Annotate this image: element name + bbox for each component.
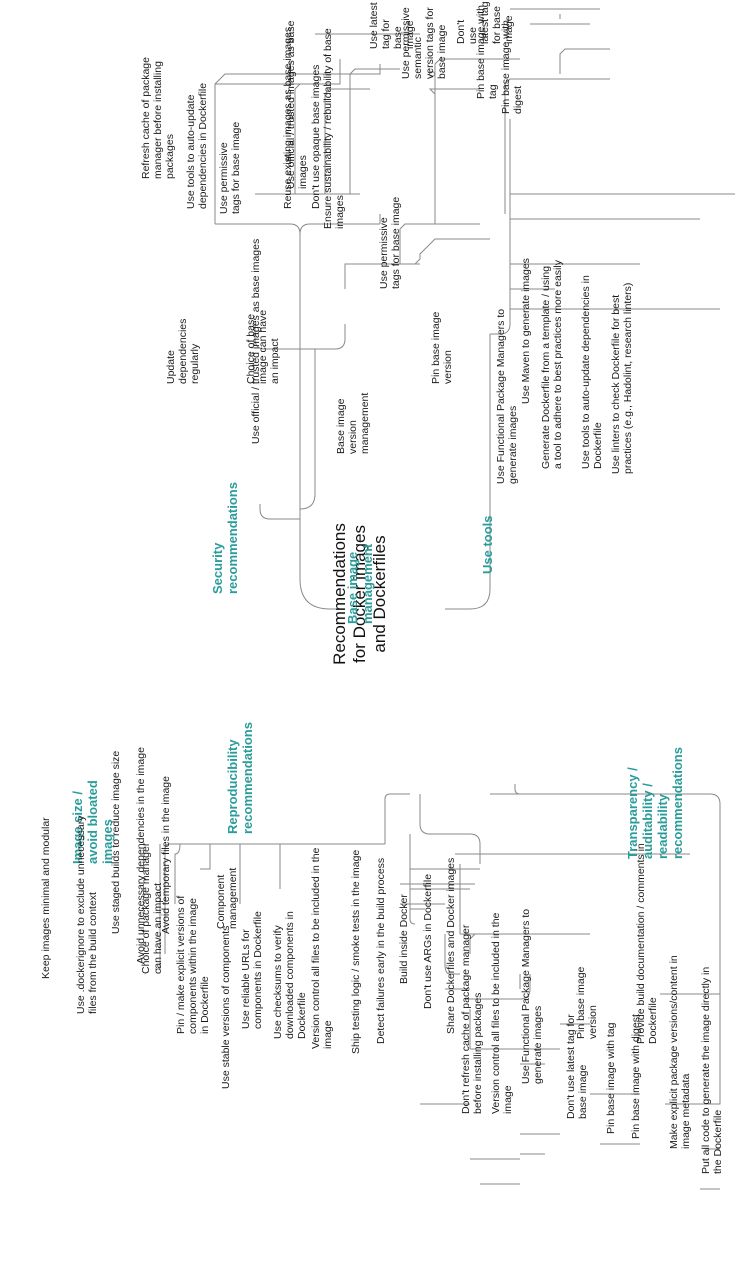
use-functional-package-managers-repro: Use Functional Package Managers to gener… <box>520 908 544 1084</box>
pin-with-tag-repro: Pin base image with tag <box>605 1022 617 1134</box>
detect-failures-early: Detect failures early in the build proce… <box>375 857 387 1044</box>
version-control-files-2: Version control all files to be included… <box>490 912 514 1114</box>
choice-of-base-image: Choice of base image can have an impact <box>245 309 281 384</box>
keep-images-minimal: Keep images minimal and modular <box>40 817 52 979</box>
reuse-existing-images: Reuse existing images as base images <box>282 26 294 209</box>
version-control-files: Version control all files to be included… <box>310 847 334 1049</box>
pin-with-tag-base: Pin base image with tag <box>475 5 499 99</box>
use-maven: Use Maven to generate images <box>520 258 532 404</box>
provide-build-documentation: Provide build documentation / comments i… <box>635 843 659 1044</box>
pin-base-image-version: Pin base image version <box>430 311 454 384</box>
use-reliable-urls: Use reliable URLs for components in Dock… <box>240 911 264 1029</box>
use-linters: Use linters to check Dockerfile for best… <box>610 282 634 474</box>
generate-dockerfile-template: Generate Dockerfile from a template / us… <box>540 260 564 469</box>
share-dockerfiles-images: Share Dockerfiles and Docker images <box>445 857 457 1034</box>
ship-smoke-tests: Ship testing logic / smoke tests in the … <box>350 849 362 1054</box>
put-all-code-in-dockerfile: Put all code to generate the image direc… <box>700 966 724 1174</box>
base-image-management-label: Base image management <box>345 543 375 624</box>
dont-use-opaque-images: Don't use opaque base images <box>310 64 322 209</box>
choice-of-package-manager: Choice of package manager can have an im… <box>140 842 164 974</box>
security-recommendations-label: Security recommendations <box>210 482 240 594</box>
use-tools-label: Use tools <box>480 515 495 574</box>
build-inside-docker: Build inside Docker <box>398 894 410 984</box>
use-permissive-tags-base: Use permissive tags for base image <box>378 196 402 289</box>
use-permissive-tags-security: Use permissive tags for base image <box>218 121 242 214</box>
use-tools-auto-update-dependencies: Use tools to auto-update dependencies in… <box>185 82 209 209</box>
dont-refresh-cache: Don't refresh cache of package manager b… <box>460 924 484 1114</box>
use-dockerignore: Use .dockerignore to exclude unnecessary… <box>75 815 99 1014</box>
use-semantic-version-tags: Use permissive semantic version tags for… <box>400 7 448 79</box>
use-checksums: Use checksums to verify downloaded compo… <box>272 911 308 1039</box>
make-explicit-package-versions: Make explicit package versions/content i… <box>668 955 692 1149</box>
use-stable-versions: Use stable versions of components <box>220 925 232 1089</box>
transparency-label: Transparency / auditability / readabilit… <box>625 747 685 859</box>
dont-use-args: Don't use ARGs in Dockerfile <box>422 873 434 1009</box>
reproducibility-label: Reproducibility recommendations <box>225 722 255 834</box>
refresh-cache-before-installing: Refresh cache of package manager before … <box>140 57 176 179</box>
pin-explicit-component-versions: Pin / make explicit versions of componen… <box>175 895 211 1034</box>
pin-base-image-version-repro: Pin base image version <box>575 966 599 1039</box>
pin-with-digest-base: Pin base image with digest <box>500 20 524 114</box>
use-tools-auto-update-tools: Use tools to auto-update dependencies in… <box>580 275 604 469</box>
update-dependencies-regularly: Update dependencies regularly <box>165 318 201 384</box>
base-image-version-management: Base image version management <box>335 392 371 454</box>
ensure-sustainability: Ensure sustainability / rebuildability o… <box>322 28 346 229</box>
component-management: Component management <box>215 867 239 929</box>
use-functional-package-managers-tools: Use Functional Package Managers to gener… <box>495 308 519 484</box>
use-staged-builds: Use staged builds to reduce image size <box>110 750 122 934</box>
